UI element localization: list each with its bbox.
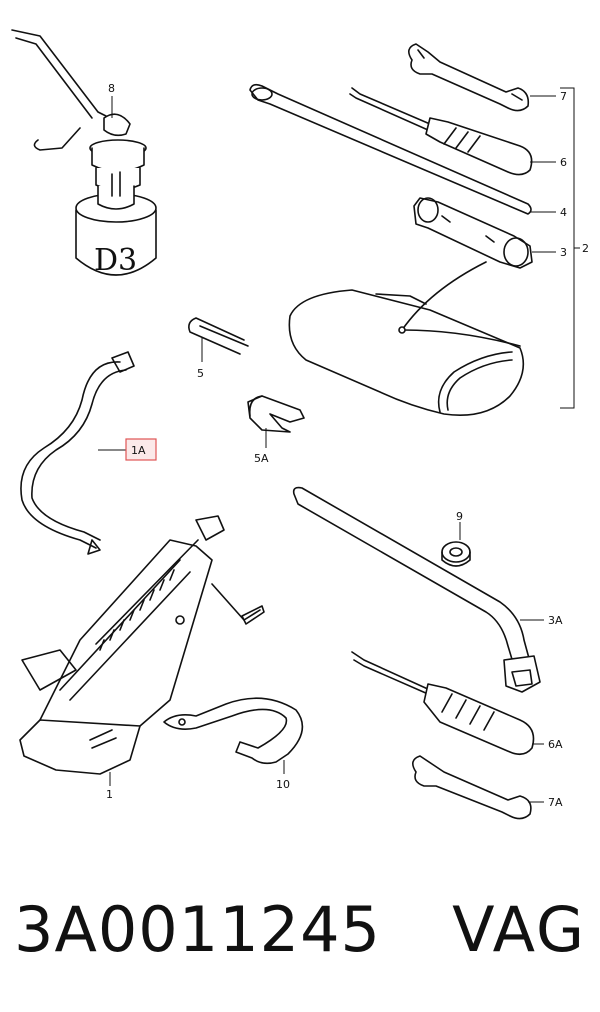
holding-strap-part-10 (163, 697, 304, 765)
nut-part-9 (441, 541, 471, 567)
tommy-bar-part-4 (249, 83, 532, 215)
callout-3: 3 (560, 246, 567, 259)
brand-name: VAG (452, 893, 586, 966)
oil-can-part-8: D3 (11, 29, 157, 278)
part-number: 3A0011245 (14, 893, 381, 966)
screwdriver-part-6 (349, 87, 533, 176)
callout-8: 8 (108, 82, 115, 95)
callout-5: 5 (197, 367, 204, 380)
callout-7A: 7A (548, 796, 563, 809)
screwdriver-part-6A (351, 651, 535, 756)
spring-clip-part-5 (188, 317, 249, 355)
callout-10: 10 (276, 778, 290, 791)
callout-9: 9 (456, 510, 463, 523)
callout-1: 1 (106, 788, 113, 801)
box-spanner-part-3 (413, 197, 533, 269)
can-marking: D3 (94, 243, 137, 278)
callout-1A: 1A (131, 444, 146, 457)
leader-lines (98, 95, 556, 803)
wrench-part-7 (408, 43, 530, 112)
wrench-part-7A (412, 755, 532, 820)
callout-6A: 6A (548, 738, 563, 751)
highlight-box-1A (125, 438, 157, 461)
strap-part-1A (20, 351, 135, 555)
kit-bracket-part-2 (560, 87, 580, 409)
callout-4: 4 (560, 206, 567, 219)
tool-roll (288, 261, 525, 416)
exploded-parts-diagram: D3 (11, 29, 589, 820)
footer: 3A0011245 VAG (0, 880, 600, 990)
u-clip-part-5A (247, 395, 305, 433)
callout-5A: 5A (254, 452, 269, 465)
jack-part-1 (19, 515, 265, 775)
callout-7: 7 (560, 90, 567, 103)
callout-6: 6 (560, 156, 567, 169)
wheel-brace-part-3A (292, 486, 541, 693)
callout-2: 2 (582, 242, 589, 255)
callout-3A: 3A (548, 614, 563, 627)
callout-labels: 8 7 6 4 3 2 5 5A 1A 9 3A 6A 1 10 7A (106, 82, 589, 809)
